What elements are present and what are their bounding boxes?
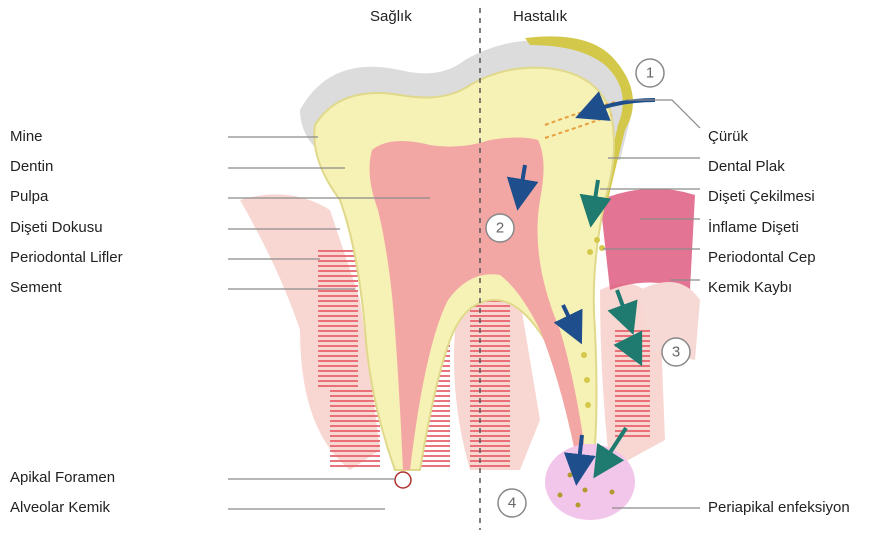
ligament-band-2	[330, 390, 380, 470]
label-bone-loss: Kemik Kaybı	[708, 279, 792, 297]
label-enamel: Mine	[10, 128, 43, 146]
marker-4: 4	[498, 489, 526, 517]
ligament-band-3	[470, 300, 510, 470]
label-caries: Çürük	[708, 128, 748, 146]
apical-foramen-marker	[395, 472, 411, 488]
svg-text:3: 3	[672, 344, 680, 361]
label-gum-recession: Dişeti Çekilmesi	[708, 188, 815, 206]
svg-text:4: 4	[508, 495, 516, 512]
label-dentin: Dentin	[10, 158, 53, 176]
header-health: Sağlık	[370, 8, 412, 25]
marker-3: 3	[662, 338, 690, 366]
ligament-band-1	[318, 250, 358, 390]
marker-1: 1	[636, 59, 664, 87]
svg-text:2: 2	[496, 220, 504, 237]
header-disease: Hastalık	[513, 8, 567, 25]
label-alveolar-bone: Alveolar Kemik	[10, 499, 110, 517]
label-pulp: Pulpa	[10, 188, 48, 206]
marker-2: 2	[486, 214, 514, 242]
label-gingiva: Dişeti Dokusu	[10, 219, 103, 237]
label-periodontal-pocket: Periodontal Cep	[708, 249, 816, 267]
label-periodontal-ligament: Periodontal Lifler	[10, 249, 123, 267]
label-cementum: Sement	[10, 279, 62, 297]
svg-text:1: 1	[646, 65, 654, 82]
label-apical-foramen: Apikal Foramen	[10, 469, 115, 487]
label-periapical-infection: Periapikal enfeksiyon	[708, 499, 850, 517]
inflamed-gingiva	[600, 189, 695, 290]
label-inflamed-gingiva: İnflame Dişeti	[708, 219, 799, 237]
label-dental-plaque: Dental Plak	[708, 158, 785, 176]
